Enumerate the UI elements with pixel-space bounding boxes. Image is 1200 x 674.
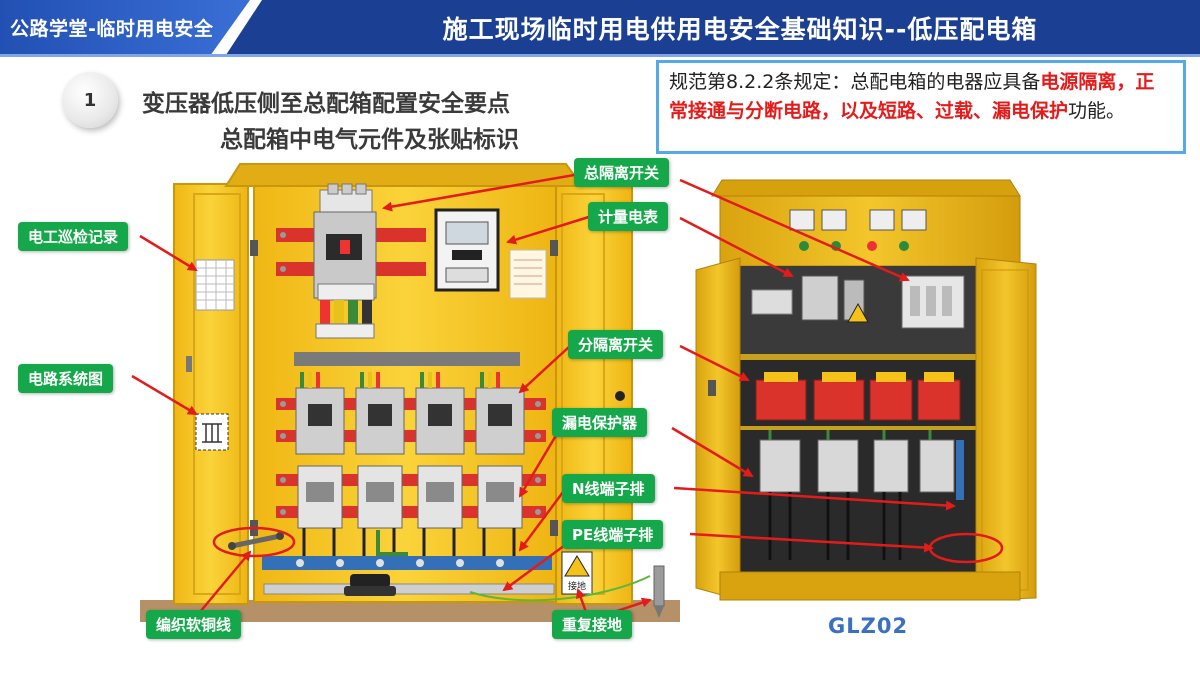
label-n-terminal: N线端子排 [562, 474, 655, 503]
label-circuit-diagram: 电路系统图 [18, 364, 114, 393]
label-meter: 计量电表 [588, 202, 669, 231]
page-title: 施工现场临时用电供用电安全基础知识--低压配电箱 [442, 15, 1038, 44]
energy-meter [434, 208, 500, 292]
label-pe-terminal: PE线端子排 [562, 520, 664, 549]
header-divider [0, 54, 1200, 57]
illustration-canvas: 接地 [131, 163, 1037, 622]
section-number-badge: 1 [62, 72, 118, 128]
label-leakage-protector: 漏电保护器 [552, 408, 648, 437]
right-cabinet-top-panel [719, 195, 1021, 267]
regulation-box: 规范第8.2.2条规定：总配电箱的电器应具备电源隔离，正常接通与分断电路，以及短… [656, 60, 1186, 154]
right-cabinet-left-door [695, 257, 741, 601]
grounding-sign: 接地 [561, 551, 593, 595]
braided-copper-wire [228, 532, 284, 550]
header-bar: 公路学堂-临时用电安全 施工现场临时用电供用电安全基础知识--低压配电箱 [0, 0, 1200, 57]
left-door [173, 183, 249, 605]
main-isolator-switch [313, 183, 377, 339]
regulation-suffix: 功能。 [1068, 100, 1126, 122]
left-cabinet: 接地 [140, 163, 680, 622]
right-cabinet [695, 179, 1037, 601]
section-subtitle-2: 总配箱中电气元件及张贴标识 [220, 127, 519, 153]
label-repeat-grounding: 重复接地 [552, 610, 633, 639]
cabinet-model-label: GLZ02 [828, 614, 909, 638]
right-branch-isolators [755, 379, 961, 421]
header-tab: 公路学堂-临时用电安全 [0, 0, 262, 56]
pe-terminal-bar [263, 583, 555, 595]
label-inspection-record: 电工巡检记录 [18, 222, 129, 251]
header-tab-fill [0, 0, 250, 56]
right-cabinet-right-door [975, 257, 1037, 601]
section-subtitle-1: 变压器低压侧至总配箱配置安全要点 [142, 91, 510, 117]
distribution-box-illustration: 接地 [0, 150, 1200, 674]
warning-notice [509, 249, 547, 299]
right-leakage-protectors [759, 439, 955, 493]
n-terminal-bar [262, 556, 552, 570]
callout-arrows [131, 172, 956, 614]
grounding-rod [653, 565, 665, 607]
label-main-isolator: 总隔离开关 [574, 158, 670, 187]
header-tab-label: 公路学堂-临时用电安全 [10, 18, 214, 40]
ground-soil [140, 600, 680, 622]
panel-gauges [789, 209, 927, 251]
branch-breakers [295, 372, 525, 455]
regulation-prefix: 规范第8.2.2条规定：总配电箱的电器应具备 [669, 71, 1041, 93]
ground-sign-text: 接地 [568, 580, 586, 592]
regulation-emphasis: 电源隔离，正常接通与分断电路，以及短路、过载、漏电保护 [669, 71, 1155, 122]
label-branch-isolator: 分隔离开关 [568, 330, 664, 359]
leakage-protectors [297, 465, 523, 529]
distribution-bar [294, 352, 520, 366]
label-braided-copper: 编织软铜线 [146, 610, 242, 639]
